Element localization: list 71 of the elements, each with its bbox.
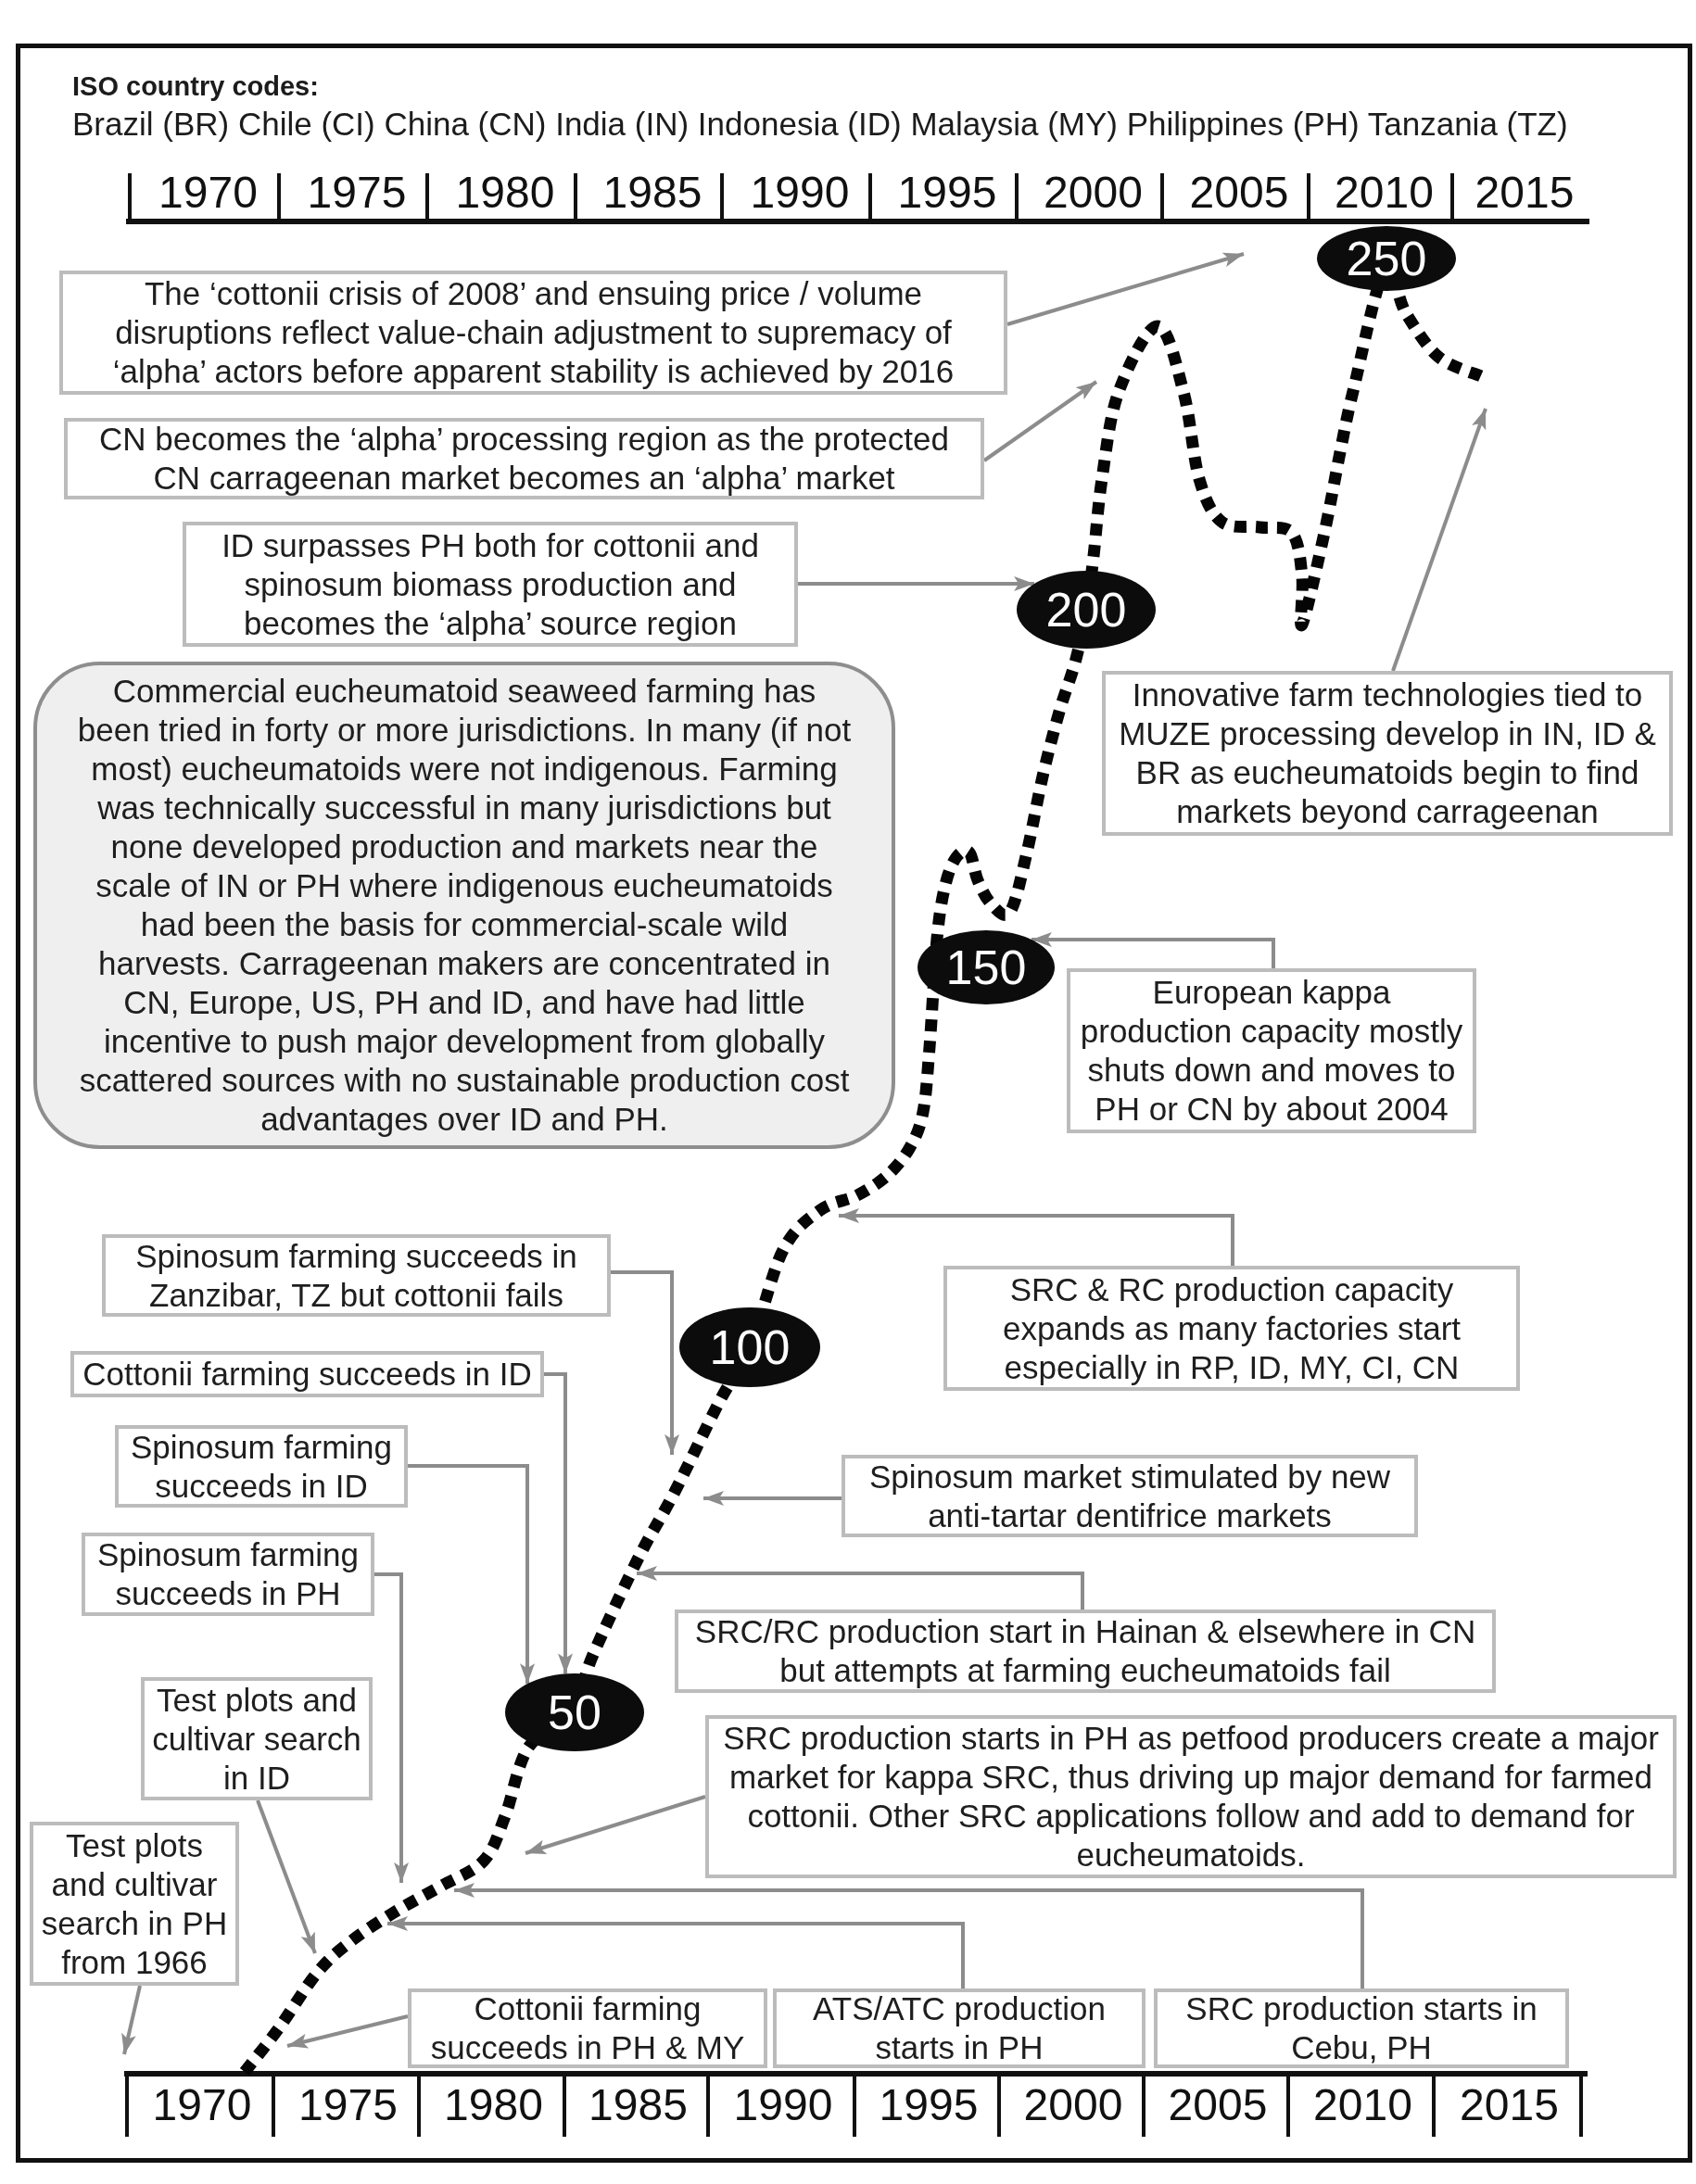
milestone-number: 200 [1045,586,1127,634]
arrow [374,1572,409,1883]
arrow [703,1491,842,1506]
callout-text: Cottonii farming succeeds in ID [82,1355,532,1394]
callout-text: European kappa production capacity mostly shuts down and moves to PH or CN by about 2004 [1079,973,1464,1129]
year-label: 1990 [733,2083,833,2127]
callout-text: Spinosum farming succeeds in Zanzibar, TZ but cottonii fails [134,1236,578,1315]
callout-box [102,1234,611,1317]
callout-text: ATS/ATC production starts in PH [812,1989,1107,2067]
callout-box [943,1266,1520,1391]
year-label: 1970 [152,2083,252,2127]
year-label: 1975 [298,2083,398,2127]
callout-box [1154,1988,1569,2068]
year-label: 1985 [589,2083,688,2127]
year-label: 2015 [1460,2083,1559,2127]
codes-heading: ISO country codes: [72,70,319,102]
year-label: 1970 [158,170,258,215]
arrow [256,1799,317,1954]
year-label: 1980 [444,2083,543,2127]
arrow [121,1985,142,2055]
arrow [525,1795,706,1855]
callout-box [183,522,798,647]
country-codes-text: Brazil (BR) Chile (CI) China (CN) India (IN) Indonesia (ID) Malaysia (MY) Philippines (PH) Tanzania (TZ) [72,106,1568,143]
callout-text: SRC & RC production capacity expands as many factories start especially in RP, ID, MY, CI, CN [1001,1269,1462,1387]
year-label: 1990 [750,170,850,215]
callout-text: Test plots and cultivar search in ID [152,1680,361,1798]
callout-box [82,1533,374,1616]
arrow [637,1566,1084,1610]
arrow [839,1208,1234,1266]
arrow [1006,252,1245,326]
callout-text: Spinosum farming succeeds in PH [95,1535,361,1613]
callout-text: ID surpasses PH both for cottonii and spinosum biomass production and becomes the ‘alpha’ source region [221,525,760,643]
milestone-number: 50 [548,1688,601,1736]
arrow [798,576,1035,591]
callout-text: Cottonii farming succeeds in PH & MY [429,1989,746,2067]
year-label: 2010 [1313,2083,1412,2127]
callout-box [70,1351,544,1397]
year-label: 2000 [1023,2083,1123,2127]
year-label: 2005 [1168,2083,1268,2127]
arrow [408,1464,535,1685]
callout-text: SRC production starts in Cebu, PH [1184,1989,1538,2067]
arrow [544,1372,573,1674]
year-label: 2010 [1335,170,1434,215]
milestone-number: 250 [1346,234,1427,283]
callout-text: CN becomes the ‘alpha’ processing region as the protected CN carrageenan market becomes an ‘alpha’ market [98,420,950,498]
callout-text: Innovative farm technologies tied to MUZE processing develop in IN, ID & BR as eucheumatoids begin to find markets beyond carrageenan [1118,675,1657,831]
callout-text: SRC production starts in PH as petfood producers create a major market for kappa SRC, thus driving up major demand for farmed cottonii. Other SRC applications follow and add to demand for eucheumatoids. [722,1719,1660,1875]
callout-box [59,271,1007,395]
callout-text: Spinosum market stimulated by new anti-tartar dentifrice markets [867,1457,1392,1535]
callout-text: Test plots and cultivar search in PH from 1966 [41,1825,228,1982]
year-label: 2005 [1189,170,1289,215]
arrow [1031,932,1275,968]
callout-text: SRC/RC production start in Hainan & elsewhere in CN but attempts at farming eucheumatoids fail [693,1612,1477,1690]
arrow [611,1270,679,1455]
year-label: 1995 [879,2083,979,2127]
year-label: 1980 [455,170,555,215]
arrow [1391,408,1487,672]
year-label: 2015 [1475,170,1575,215]
note-text: Commercial eucheumatoid seaweed farming has been tried in forty or more jurisdictions. In many (if not most) eucheumatoids were not indigenous. Farming was technically successful in many jurisdictions but none developed production and markets near the scale of IN or PH where indigenous eucheumatoids had been the basis for commercial-scale wild harvests. Carrageenan makers are concentrated in CN, Europe, US, PH and ID, and have had little incentive to push major development from globally scattered sources with no sustainable production cost advantages over ID and PH. [76,672,853,1139]
callout-box [773,1988,1145,2068]
year-label: 1975 [307,170,407,215]
milestone-number: 100 [709,1323,791,1371]
milestone-number: 150 [945,943,1027,991]
year-label: 1995 [897,170,997,215]
year-label: 2000 [1044,170,1143,215]
callout-text: Spinosum farming succeeds in ID [129,1427,394,1506]
arrow [387,1916,965,1988]
year-label: 1985 [602,170,702,215]
arrow [286,2014,409,2049]
callout-text: The ‘cottonii crisis of 2008’ and ensuing price / volume disruptions reflect value-chain adjustment to supremacy of ‘alpha’ actors before apparent stability is achieved by 2016 [111,274,956,391]
arrow [454,1883,1364,1988]
